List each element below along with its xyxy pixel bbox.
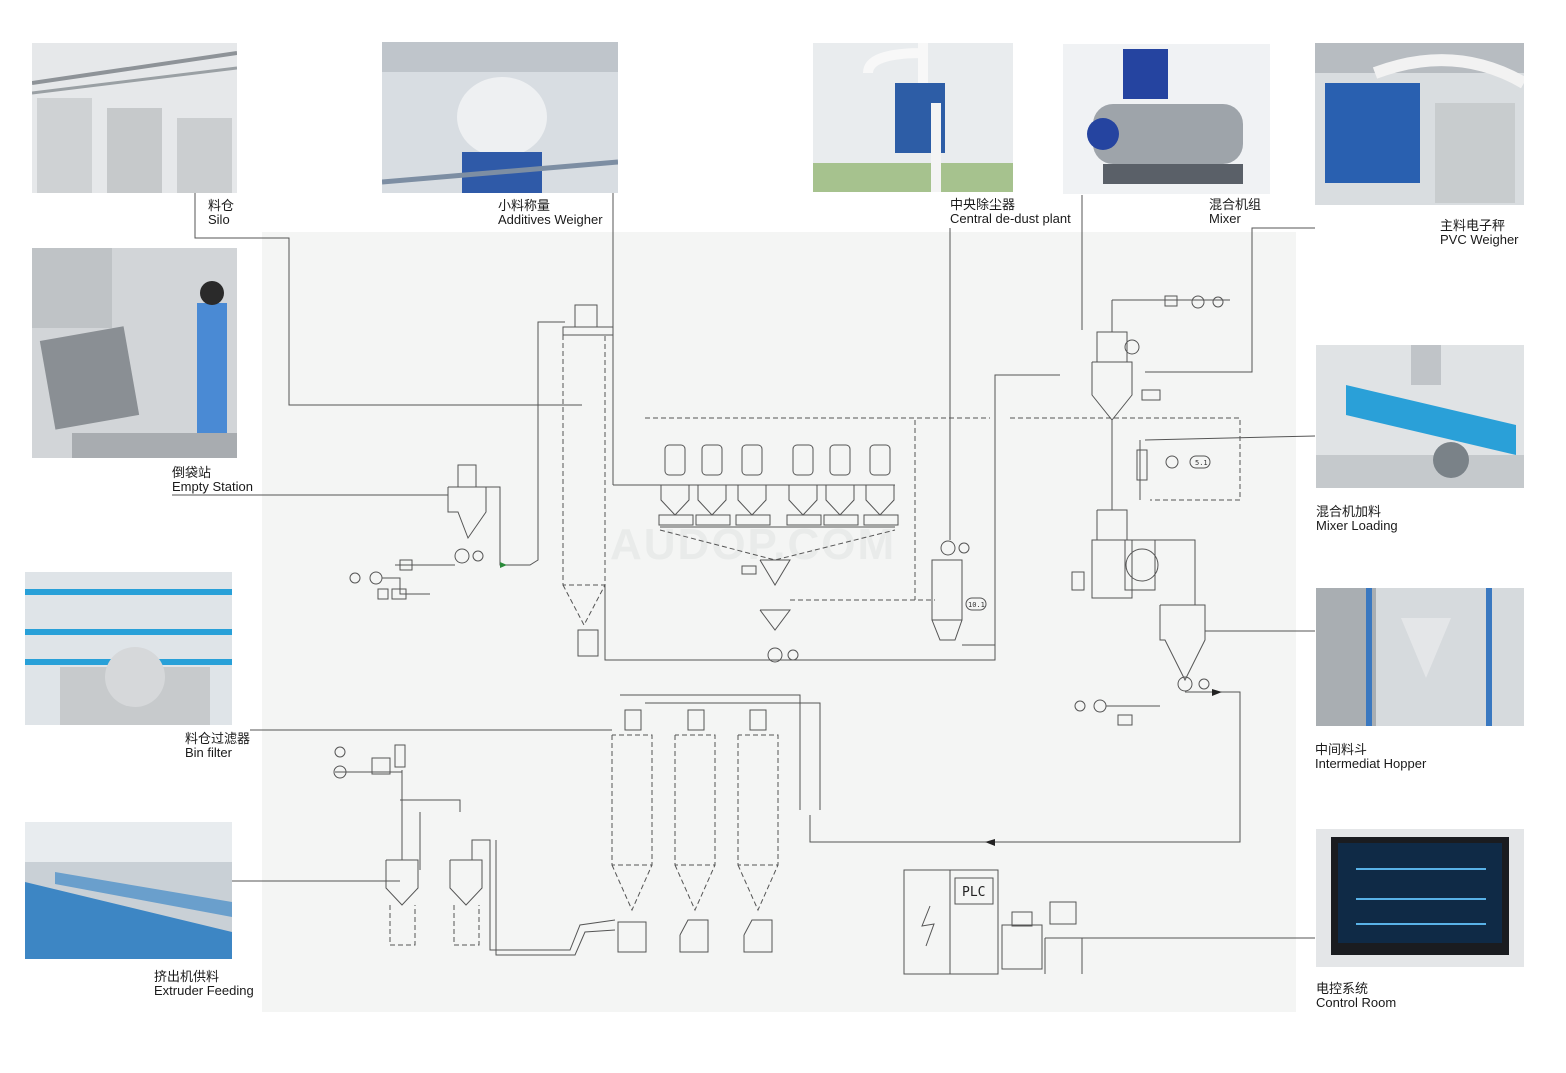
intermediate-hopper-label-en: Intermediat Hopper (1315, 756, 1427, 771)
control-room-label-en: Control Room (1316, 995, 1397, 1010)
tag-5-1: 5.1 (1195, 459, 1208, 467)
flow-arrow-icon (985, 839, 995, 846)
intermediate-hopper-label-cn: 中间料斗 (1315, 742, 1368, 757)
mixer-label-cn: 混合机组 (1209, 197, 1262, 212)
extruder-feeding-label: 挤出机供料 Extruder Feeding (154, 970, 254, 998)
leader-mixer-loading (1144, 435, 1316, 441)
intermediate-hopper-label: 中间料斗 Intermediat Hopper (1315, 743, 1426, 771)
bin-filter-label-en: Bin filter (185, 745, 232, 760)
mixer-label: 混合机组 Mixer (1209, 198, 1261, 226)
intermediate-hopper-photo (1316, 588, 1524, 726)
mixer-loading-photo (1316, 345, 1524, 488)
pvc-weigher-label: 主料电子秤 PVC Weigher (1440, 219, 1519, 247)
flow-arrow-icon (500, 562, 507, 568)
additives-weigher-label-cn: 小料称量 (498, 198, 551, 213)
empty-station-label-cn: 倒袋站 (172, 465, 212, 480)
extruder-feeding-label-en: Extruder Feeding (154, 983, 254, 998)
extruder-feeding-photo (25, 822, 232, 959)
empty-station-photo (32, 248, 237, 458)
dedust-label: 中央除尘器 Central de-dust plant (950, 198, 1071, 226)
pvc-weigher-label-cn: 主料电子秤 (1440, 218, 1506, 233)
dedust-label-en: Central de-dust plant (950, 211, 1071, 226)
additives-weigher-label: 小料称量 Additives Weigher (498, 199, 603, 227)
additive-bins (658, 444, 899, 526)
leader-silo (194, 193, 582, 406)
bin-filter-label: 料仓过滤器 Bin filter (185, 732, 250, 760)
dedust-label-cn: 中央除尘器 (950, 197, 1016, 212)
control-room-photo (1316, 829, 1524, 967)
control-room-label: 电控系统 Control Room (1316, 982, 1396, 1010)
additives-weigher-photo (382, 42, 618, 193)
watermark: AUDOP.COM (610, 520, 897, 569)
empty-station-label: 倒袋站 Empty Station (172, 466, 253, 494)
mixer-loading-label-cn: 混合机加料 (1316, 504, 1382, 519)
silo-label: 料仓 Silo (208, 199, 234, 227)
plc-label: PLC (962, 885, 985, 900)
control-room-label-cn: 电控系统 (1316, 981, 1369, 996)
empty-station-label-en: Empty Station (172, 479, 253, 494)
bin-filter-photo (25, 572, 232, 725)
mixer-loading-label: 混合机加料 Mixer Loading (1316, 505, 1398, 533)
dedust-photo (813, 43, 1013, 192)
mixer-loading-label-en: Mixer Loading (1316, 518, 1398, 533)
additives-weigher-label-en: Additives Weigher (498, 212, 603, 227)
mixer-label-en: Mixer (1209, 211, 1241, 226)
flow-arrow-icon (1212, 689, 1222, 696)
pvc-weigher-photo (1315, 43, 1524, 205)
extruder-feeding-label-cn: 挤出机供料 (154, 969, 220, 984)
pvc-weigher-label-en: PVC Weigher (1440, 232, 1519, 247)
silo-label-cn: 料仓 (208, 198, 235, 213)
tag-10-1: 10.1 (968, 601, 985, 609)
bin-filter-label-cn: 料仓过滤器 (185, 731, 251, 746)
silo-photo (32, 43, 237, 193)
leader-pvc (1145, 227, 1315, 373)
silo-label-en: Silo (208, 212, 230, 227)
mixer-photo (1063, 44, 1270, 194)
